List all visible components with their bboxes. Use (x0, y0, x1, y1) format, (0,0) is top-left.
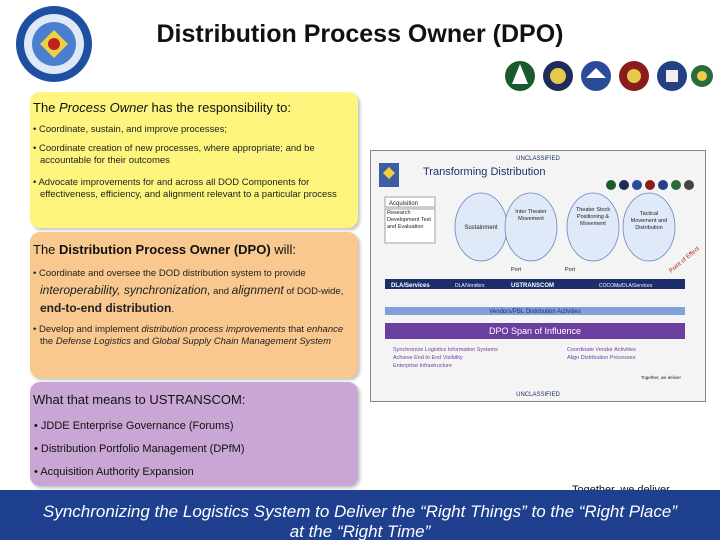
service-logos (505, 61, 713, 91)
footer-line-2: at the “Right Time” (289, 522, 431, 541)
bullet-emphasis: alignment (231, 283, 284, 297)
air-force-logo-icon (581, 61, 611, 91)
dla-logo-icon (691, 65, 713, 87)
coast-guard-logo-icon (657, 61, 687, 91)
ustranscom-seal-icon (16, 6, 92, 82)
bullet-emphasis: Global Supply Chain Management System (151, 336, 331, 347)
marines-logo-icon (619, 61, 649, 91)
bullet-emphasis: Defense Logistics (55, 336, 131, 347)
span-item: Synchronize Logistics Information System… (393, 347, 498, 353)
rdte-box (384, 208, 436, 244)
bullet-text: JDDE Enterprise Governance (Forums) (40, 420, 234, 432)
span-title: DPO Span of Influence (489, 326, 581, 336)
span-item: Achieve End to End Visibility (393, 355, 463, 361)
bullet-text: the (40, 336, 56, 347)
point-of-effect-label: Point of Effect (668, 246, 701, 275)
stage-label: Sustainment (464, 225, 498, 231)
bullet-text: . (171, 304, 174, 315)
diagram-canvas: UNCLASSIFIED Transforming Distribution A… (379, 156, 701, 398)
diagram-title: Transforming Distribution (423, 166, 545, 178)
bullet-emphasis: distribution process improvements (141, 324, 286, 335)
heading-text: has the responsibility to: (147, 100, 291, 115)
bar-label: DLA/Services (391, 283, 430, 289)
rdte-text-wrap: Research Development Test and Evaluation (387, 210, 431, 230)
bullet-text: Develop and implement (38, 324, 142, 335)
bullet-text: and (210, 286, 232, 297)
classification-bottom: UNCLASSIFIED (516, 392, 560, 398)
span-item: Align Distribution Processes (567, 355, 636, 361)
span-item: Coordinate Vendor Activities (567, 347, 636, 353)
bullet-text: and (130, 336, 152, 347)
navy-logo-icon (543, 61, 573, 91)
tactical-text-wrap: Tactical Movement and Distribution (630, 211, 668, 231)
meaning-heading: What that means to USTRANSCOM: (33, 392, 246, 407)
mini-logo-icon (606, 180, 694, 190)
bullet-text: Coordinate, sustain, and improve process… (38, 124, 227, 135)
span-of-influence-bar (385, 323, 685, 339)
bullet-item: • Coordinate creation of new processes, … (33, 143, 315, 166)
bullet-item: • Advocate improvements for and across a… (33, 177, 337, 200)
bullet-text: that (285, 324, 307, 335)
bullet-item: • JDDE Enterprise Governance (Forums) (34, 420, 234, 432)
process-owner-box: The Process Owner has the responsibility… (30, 92, 358, 228)
bullet-text: Distribution Portfolio Management (DPfM) (40, 443, 245, 455)
theater-stock-ellipse (566, 192, 620, 262)
bullet-text: Advocate improvements for and across all… (38, 177, 337, 200)
ustranscom-meaning-box: What that means to USTRANSCOM: • JDDE En… (30, 382, 358, 486)
acquisition-box (384, 196, 436, 208)
stage-label: Tactical Movement and Distribution (630, 211, 668, 231)
bar-label: DLA/Vendors (455, 283, 485, 289)
transforming-distribution-diagram: UNCLASSIFIED Transforming Distribution A… (370, 150, 706, 402)
heading-text: will: (270, 242, 296, 257)
heading-text: The (33, 242, 60, 257)
army-logo-icon (505, 61, 535, 91)
bullet-item: • Coordinate, sustain, and improve proce… (33, 124, 227, 135)
tactical-ellipse (622, 192, 676, 262)
footer-line-1: Synchronizing the Logistics System to De… (43, 502, 677, 521)
dpo-box: The Distribution Process Owner (DPO) wil… (30, 232, 358, 378)
vendor-bar (385, 307, 685, 315)
bullet-strong: end-to-end distribution (40, 301, 172, 315)
bullet-emphasis: interoperability, synchronization, (40, 283, 211, 297)
flag-icon (379, 163, 399, 187)
span-item: Enterprise Infrastructure (393, 363, 452, 369)
bar-label: USTRANSCOM (511, 283, 554, 289)
services-bar (385, 279, 685, 289)
stage-label: Theater Stock Positioning & Movement (575, 207, 611, 227)
footer-banner (0, 490, 720, 540)
footer-text: Synchronizing the Logistics System to De… (0, 502, 720, 542)
classification-top: UNCLASSIFIED (516, 156, 560, 162)
heading-strong: Distribution Process Owner (DPO) (59, 242, 271, 257)
bullet-text: Coordinate and oversee the DOD distribut… (38, 268, 306, 279)
bullet-item: • Acquisition Authority Expansion (34, 466, 194, 478)
bullet-emphasis: enhance (306, 324, 344, 335)
inter-theater-ellipse (504, 192, 558, 262)
vendor-bar-label: Vendors/PBL Distribution Activities (489, 309, 581, 315)
bullet-text: Coordinate creation of new processes, wh… (38, 143, 315, 166)
bullet-item: • Distribution Portfolio Management (DPf… (34, 443, 245, 455)
page-title: Distribution Process Owner (DPO) (156, 20, 564, 48)
bar-label: COCOMs/DLA/Services (599, 283, 653, 289)
bullet-item: • Coordinate and oversee the DOD distrib… (33, 268, 344, 315)
bullet-text: of DOD-wide, (283, 286, 344, 297)
stage-label: Inter Theater Movement (515, 209, 547, 222)
together-note: Together, we deliver (641, 375, 682, 380)
bullet-item: • Develop and implement distribution pro… (33, 324, 344, 347)
inter-theater-text-wrap: Inter Theater Movement (515, 209, 547, 222)
heading-emphasis: Process Owner (59, 100, 148, 115)
bullet-text: Acquisition Authority Expansion (40, 466, 194, 478)
heading-text: The (33, 100, 60, 115)
stage-label: Research Development Test and Evaluation (387, 210, 431, 230)
dpo-heading: The Distribution Process Owner (DPO) wil… (33, 242, 296, 257)
port-label: Port (565, 267, 576, 273)
process-owner-heading: The Process Owner has the responsibility… (33, 100, 291, 115)
port-label: Port (511, 267, 522, 273)
theater-stock-text-wrap: Theater Stock Positioning & Movement (575, 207, 611, 227)
stage-label: Acquisition (389, 201, 418, 207)
